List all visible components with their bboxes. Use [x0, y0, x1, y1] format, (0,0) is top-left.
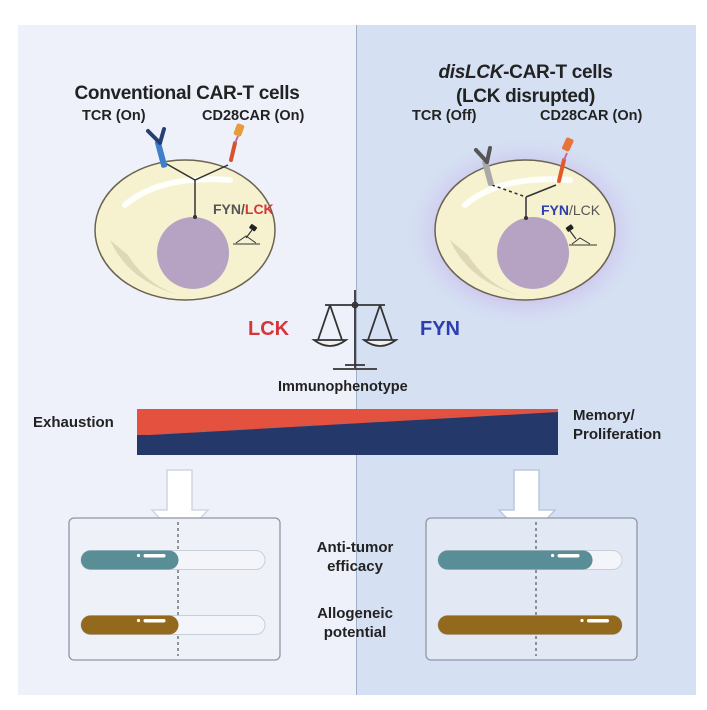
anti-tumor-line2: efficacy [327, 558, 383, 575]
dislck-car-t-cell [434, 137, 616, 301]
progress-highlight [587, 619, 609, 623]
progress-fill [81, 550, 179, 570]
progress-highlight-dot [136, 618, 141, 623]
balance-fyn-label: FYN [420, 318, 460, 340]
dislck-title-rest: -CAR-T cells [503, 62, 613, 83]
progress-highlight [143, 619, 166, 623]
allogeneic-line2: potential [323, 624, 387, 641]
allogeneic-label: Allogeneic potential [300, 604, 410, 642]
fyn-label: FYN [213, 201, 241, 217]
progress-highlight-dot [580, 618, 584, 623]
progress-highlight-dot [136, 553, 141, 558]
kinase-label-right: FYN/LCK [541, 202, 600, 218]
car-label-left: CD28CAR (On) [202, 108, 305, 124]
balance-lck-label: LCK [248, 318, 290, 340]
car-receptor-icon [557, 137, 574, 183]
balance-scale-icon [311, 290, 399, 370]
dislck-outcome-box [425, 517, 638, 661]
car-receptor-icon [229, 123, 245, 162]
nucleus [497, 217, 569, 289]
kinase-separator: / [241, 201, 245, 217]
tcr-label-left: TCR (On) [82, 108, 146, 124]
dislck-italic: disLCK [438, 62, 504, 83]
nucleus [157, 217, 229, 289]
fyn-label: FYN [541, 202, 569, 218]
conventional-outcome-box [68, 517, 281, 661]
kinase-icon [233, 224, 260, 245]
dislck-title: disLCK-CAR-T cells [356, 62, 695, 84]
memory-label-line2: Proliferation [573, 426, 662, 443]
conventional-car-t-cell [94, 123, 276, 301]
exhaustion-label: Exhaustion [33, 414, 114, 431]
immunophenotype-caption: Immunophenotype [278, 379, 408, 395]
progress-highlight-dot [550, 553, 555, 558]
allogeneic-line1: Allogeneic [317, 605, 393, 622]
conventional-title: Conventional CAR-T cells [74, 83, 300, 104]
tcr-receptor-off-icon [474, 146, 494, 186]
kinase-icon [565, 224, 597, 246]
lck-label: LCK [572, 202, 601, 218]
progress-fill [81, 615, 179, 635]
lck-label: LCK [244, 201, 274, 217]
progress-fill [438, 550, 593, 570]
dislck-subtitle: (LCK disrupted) [455, 86, 596, 107]
progress-highlight [557, 554, 580, 558]
progress-fill [438, 615, 622, 635]
kinase-separator: / [569, 202, 573, 218]
car-label-right: CD28CAR (On) [540, 108, 643, 124]
progress-highlight [143, 554, 166, 558]
tcr-receptor-icon [146, 127, 168, 168]
anti-tumor-line1: Anti-tumor [316, 539, 394, 556]
anti-tumor-label: Anti-tumor efficacy [300, 538, 410, 576]
kinase-label-left: FYN/LCK [213, 201, 274, 217]
memory-wedge [137, 409, 558, 455]
memory-label-line1: Memory/ [573, 407, 635, 424]
memory-label: Memory/ Proliferation [573, 406, 661, 444]
tcr-label-right: TCR (Off) [412, 108, 477, 124]
immunophenotype-gradient-bar [137, 409, 558, 455]
